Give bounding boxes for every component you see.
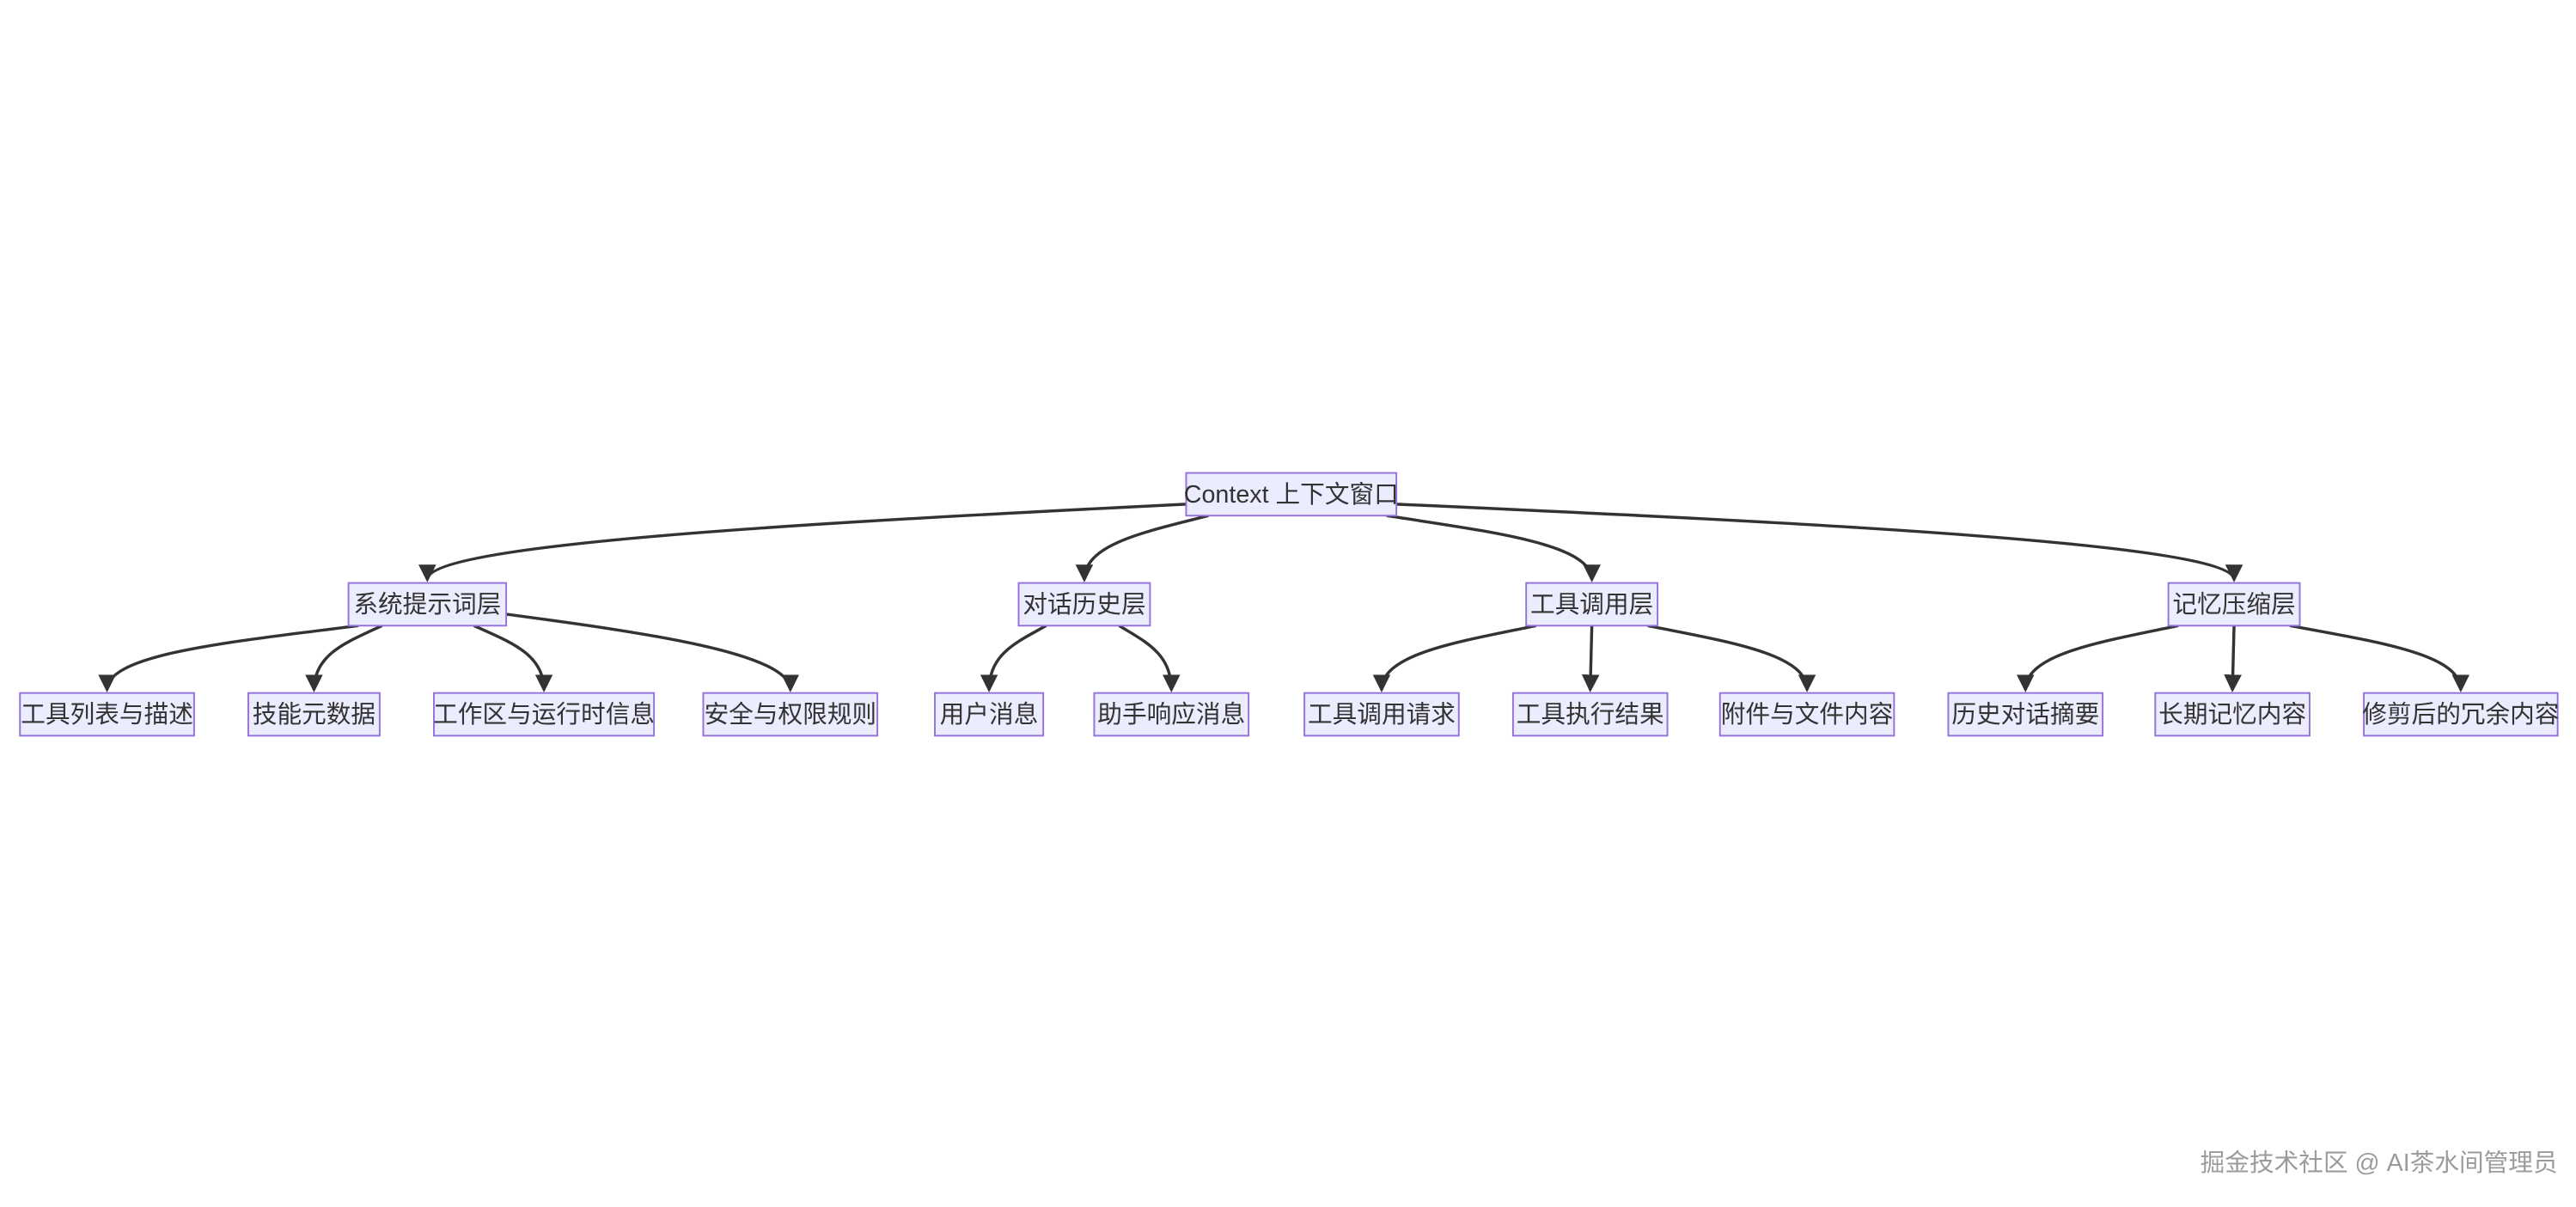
node-sys-1: 工具列表与描述 xyxy=(19,692,195,737)
node-sys: 系统提示词层 xyxy=(347,582,508,627)
node-sys-1-label: 工具列表与描述 xyxy=(21,701,193,728)
node-mem-label: 记忆压缩层 xyxy=(2172,591,2295,619)
edge-tool-to-tool-3 xyxy=(1647,624,1816,692)
node-tool-3-box xyxy=(1718,692,1895,737)
node-hist-2-box xyxy=(1093,692,1250,737)
node-root-box xyxy=(1185,472,1398,517)
edge-sys-to-sys-3 xyxy=(473,624,553,692)
node-sys-2-box xyxy=(247,692,381,737)
node-sys-2-label: 技能元数据 xyxy=(253,701,375,728)
node-hist-box xyxy=(1017,582,1151,627)
node-hist-label: 对话历史层 xyxy=(1022,591,1145,619)
edge-root-to-hist xyxy=(1075,514,1209,582)
edge-mem-to-mem-3 xyxy=(2289,624,2470,692)
node-tool-2-label: 工具执行结果 xyxy=(1517,701,1664,728)
node-tool: 工具调用层 xyxy=(1525,582,1659,627)
node-mem-3-box xyxy=(2363,692,2559,737)
edge-tool-to-tool-2 xyxy=(1581,625,1600,692)
node-mem-2-label: 长期记忆内容 xyxy=(2158,701,2306,728)
node-mem-1-box xyxy=(1947,692,2104,737)
node-tool-box xyxy=(1525,582,1659,627)
edge-hist-to-hist-1 xyxy=(980,624,1047,692)
node-hist-1: 用户消息 xyxy=(934,692,1045,737)
node-mem: 记忆压缩层 xyxy=(2167,582,2301,627)
node-hist-1-box xyxy=(934,692,1045,737)
node-tool-2: 工具执行结果 xyxy=(1511,692,1669,737)
edge-sys-to-sys-4 xyxy=(505,613,800,692)
node-mem-3-label: 修剪后的冗余内容 xyxy=(2362,701,2559,728)
node-mem-2-box xyxy=(2154,692,2310,737)
node-sys-2: 技能元数据 xyxy=(247,692,381,737)
edge-root-to-tool xyxy=(1386,514,1601,582)
node-root-label: Context 上下文窗口 xyxy=(1184,481,1399,509)
node-tool-1-box xyxy=(1303,692,1460,737)
node-tool-label: 工具调用层 xyxy=(1530,591,1653,619)
node-sys-4-box xyxy=(702,692,879,737)
node-sys-4: 安全与权限规则 xyxy=(702,692,879,737)
node-sys-3-label: 工作区与运行时信息 xyxy=(433,701,655,728)
node-hist-2-label: 助手响应消息 xyxy=(1097,701,1245,728)
node-mem-2: 长期记忆内容 xyxy=(2154,692,2310,737)
node-tool-3: 附件与文件内容 xyxy=(1718,692,1895,737)
node-mem-box xyxy=(2167,582,2301,627)
node-hist-2: 助手响应消息 xyxy=(1093,692,1250,737)
edge-sys-to-sys-2 xyxy=(305,624,383,692)
node-sys-box xyxy=(347,582,508,627)
watermark-text: 掘金技术社区 @ AI茶水间管理员 xyxy=(2201,1149,2558,1177)
edge-mem-to-mem-1 xyxy=(2017,624,2179,692)
edge-root-to-mem xyxy=(1396,503,2243,582)
node-tool-2-box xyxy=(1511,692,1669,737)
node-sys-1-box xyxy=(19,692,195,737)
node-mem-1-label: 历史对话摘要 xyxy=(1951,701,2099,728)
node-tool-1: 工具调用请求 xyxy=(1303,692,1460,737)
node-mem-3: 修剪后的冗余内容 xyxy=(2362,692,2559,737)
node-hist: 对话历史层 xyxy=(1017,582,1151,627)
edges-layer xyxy=(98,503,2470,692)
node-tool-1-label: 工具调用请求 xyxy=(1308,701,1456,728)
node-tool-3-label: 附件与文件内容 xyxy=(1721,701,1894,728)
node-root: Context 上下文窗口 xyxy=(1184,472,1399,517)
edge-sys-to-sys-1 xyxy=(98,624,359,692)
node-hist-1-label: 用户消息 xyxy=(940,701,1039,728)
node-mem-1: 历史对话摘要 xyxy=(1947,692,2104,737)
edge-hist-to-hist-2 xyxy=(1118,624,1181,692)
edge-root-to-sys xyxy=(418,503,1187,582)
node-sys-4-label: 安全与权限规则 xyxy=(704,701,876,728)
node-sys-3-box xyxy=(433,692,656,737)
edge-mem-to-mem-2 xyxy=(2224,625,2242,692)
node-sys-3: 工作区与运行时信息 xyxy=(433,692,656,737)
edge-tool-to-tool-1 xyxy=(1372,624,1536,692)
node-sys-label: 系统提示词层 xyxy=(353,591,501,619)
